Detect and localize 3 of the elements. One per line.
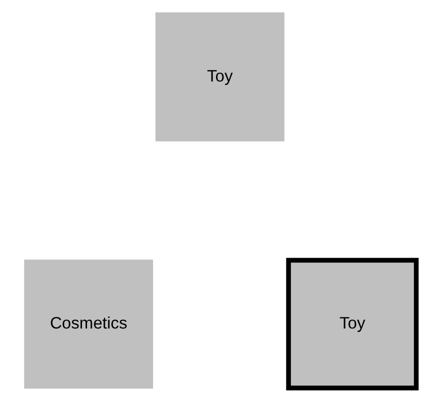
node-box: Toy — [155, 12, 284, 142]
node-box: Toy — [286, 258, 419, 390]
node-box: Cosmetics — [24, 260, 154, 389]
